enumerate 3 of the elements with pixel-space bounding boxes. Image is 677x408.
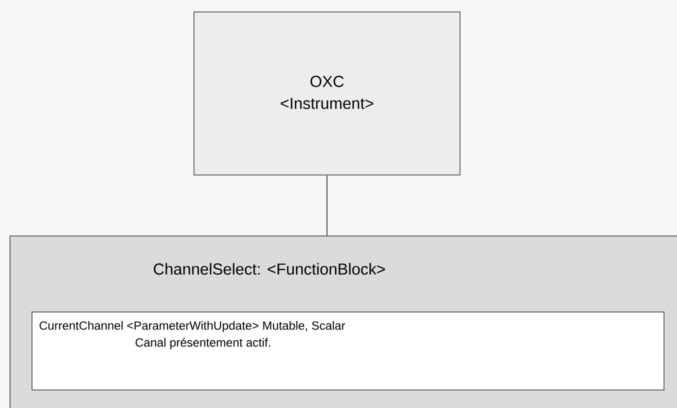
instrument-box: OXC <Instrument> xyxy=(194,12,460,176)
parameter-box: CurrentChannel <ParameterWithUpdate> Mutable, Scalar Canal présentement actif. xyxy=(32,312,664,390)
connector-line xyxy=(326,175,328,236)
